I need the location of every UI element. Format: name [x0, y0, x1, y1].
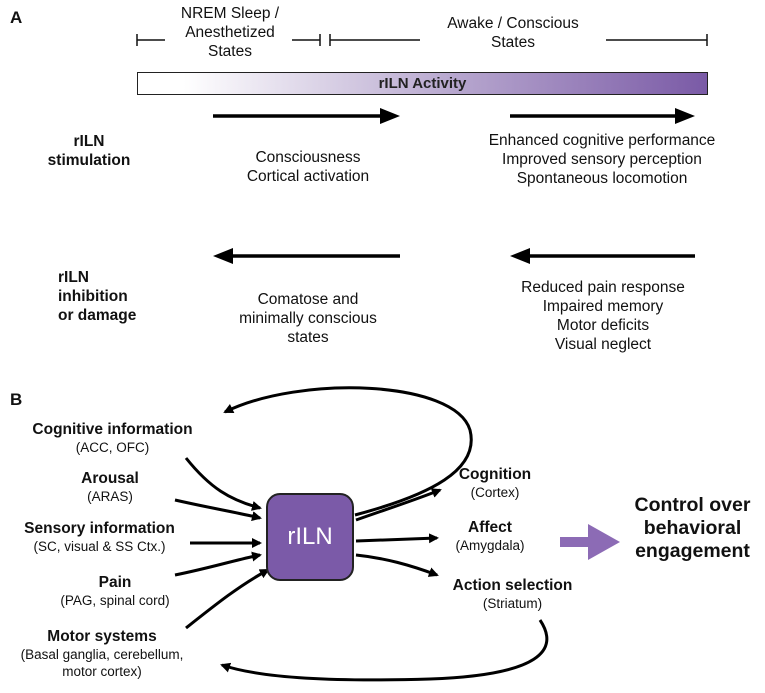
inh-left-line3: states — [287, 329, 329, 346]
stim-right-line1: Enhanced cognitive performance — [488, 132, 716, 149]
stim-arrowhead-right — [675, 108, 695, 124]
rILN-box-label: rILN — [287, 523, 333, 550]
input-pain: Pain (PAG, spinal cord) — [40, 573, 190, 609]
output-action-sub: (Striatum) — [482, 596, 543, 611]
range-right-line2: States — [491, 34, 535, 51]
arrow-cognition-output — [355, 488, 442, 522]
result-line1: Control over — [634, 494, 751, 516]
input-motor-sub-line1: (Basal ganglia, cerebellum, — [20, 647, 184, 662]
input-motor-sub-line2: motor cortex) — [62, 664, 142, 679]
input-arousal: Arousal (ARAS) — [60, 469, 160, 505]
range-left-line1: NREM Sleep / — [180, 5, 280, 22]
inh-label-line2: inhibition — [58, 288, 128, 305]
input-sensory-title: Sensory information — [24, 520, 175, 537]
result-line3: engagement — [635, 540, 750, 562]
rILN-activity-bar: rILN Activity — [137, 72, 708, 95]
stim-right-effects: Enhanced cognitive performance Improved … — [462, 131, 742, 188]
output-action-selection: Action selection (Striatum) — [440, 576, 585, 612]
output-affect-sub: (Amygdala) — [455, 538, 525, 553]
input-arousal-title: Arousal — [81, 470, 139, 487]
arrow-action-output — [355, 553, 439, 577]
panel-b-label: B — [10, 390, 23, 409]
inhibition-row-label: rILN inhibition or damage — [58, 268, 168, 325]
arrow-cognitive-input — [184, 457, 262, 511]
range-left-line2: Anesthetized — [185, 24, 275, 41]
output-affect: Affect (Amygdala) — [440, 518, 540, 554]
stim-left-effects: Consciousness Cortical activation — [218, 148, 398, 186]
stim-left-line1: Consciousness — [255, 149, 361, 166]
result-label: Control over behavioral engagement — [620, 494, 765, 563]
input-pain-title: Pain — [98, 574, 132, 591]
range-left-line3: States — [208, 43, 252, 60]
arrow-motor-input — [185, 568, 270, 630]
range-right-line1: Awake / Conscious — [447, 15, 579, 32]
range-left-label: NREM Sleep / Anesthetized States — [155, 4, 305, 61]
output-cognition: Cognition (Cortex) — [440, 465, 550, 501]
input-sensory-sub: (SC, visual & SS Ctx.) — [33, 539, 166, 554]
result-arrow — [560, 524, 620, 560]
inh-right-line4: Visual neglect — [554, 336, 652, 353]
inh-label-line1: rILN — [58, 269, 89, 286]
inh-label-line3: or damage — [58, 307, 137, 324]
stim-right-line2: Improved sensory perception — [502, 151, 702, 168]
stim-label-line2: stimulation — [47, 152, 131, 169]
inh-arrowhead-right — [510, 248, 530, 264]
input-cognitive: Cognitive information (ACC, OFC) — [10, 420, 215, 456]
result-line2: behavioral — [643, 517, 742, 539]
inh-arrowhead-left — [213, 248, 233, 264]
input-sensory: Sensory information (SC, visual & SS Ctx… — [2, 519, 197, 555]
stim-label-line1: rILN — [73, 133, 105, 150]
inh-right-effects: Reduced pain response Impaired memory Mo… — [493, 278, 713, 354]
stimulation-row-label: rILN stimulation — [34, 132, 144, 170]
stim-left-line2: Cortical activation — [246, 168, 370, 185]
output-affect-title: Affect — [468, 519, 512, 536]
arrow-affect-output — [355, 533, 439, 544]
rILN-box: rILN — [266, 493, 354, 581]
input-arousal-sub: (ARAS) — [87, 489, 133, 504]
inh-left-line2: minimally conscious — [239, 310, 377, 327]
stim-arrowhead-left — [380, 108, 400, 124]
feedback-loop-top — [223, 386, 473, 517]
panel-a-label: A — [10, 8, 23, 27]
arrow-arousal-input — [174, 498, 262, 521]
inh-left-line1: Comatose and — [257, 291, 359, 308]
output-action-title: Action selection — [452, 577, 573, 594]
arrow-pain-input — [174, 551, 262, 577]
output-cognition-sub: (Cortex) — [470, 485, 520, 500]
inh-right-line2: Impaired memory — [542, 298, 664, 315]
inh-left-effects: Comatose and minimally conscious states — [208, 290, 408, 347]
inh-right-line1: Reduced pain response — [521, 279, 685, 296]
input-pain-sub: (PAG, spinal cord) — [60, 593, 170, 608]
range-right-label: Awake / Conscious States — [418, 14, 608, 52]
stim-right-line3: Spontaneous locomotion — [516, 170, 688, 187]
input-motor-title: Motor systems — [47, 628, 157, 645]
input-cognitive-title: Cognitive information — [32, 421, 193, 438]
inh-right-line3: Motor deficits — [556, 317, 650, 334]
output-cognition-title: Cognition — [458, 466, 532, 483]
input-cognitive-sub: (ACC, OFC) — [75, 440, 150, 455]
activity-bar-label: rILN Activity — [378, 75, 467, 92]
input-motor: Motor systems (Basal ganglia, cerebellum… — [2, 627, 202, 680]
feedback-loop-bottom — [220, 619, 549, 682]
